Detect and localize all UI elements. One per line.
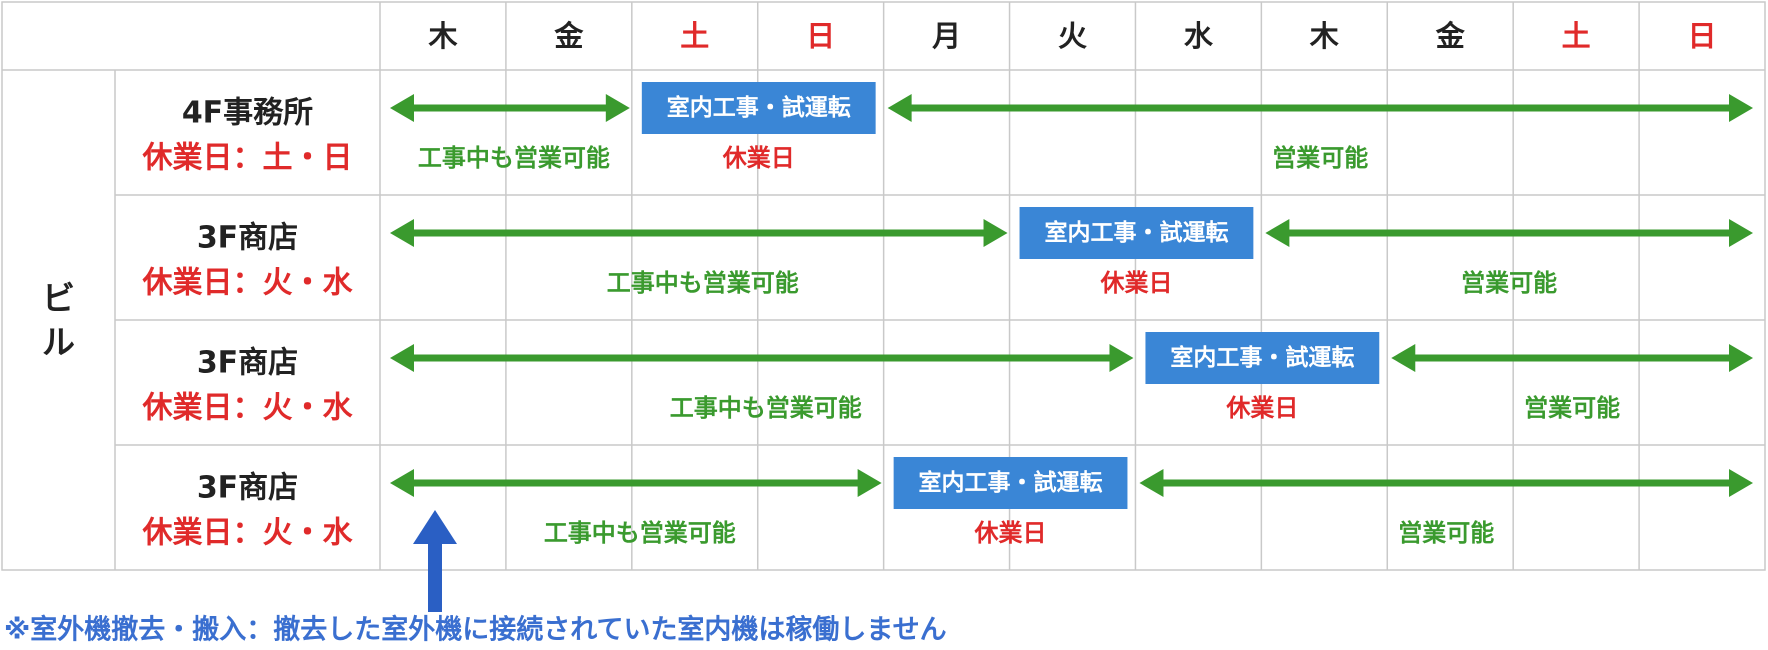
row-holiday: 休業日：火・水 <box>142 516 354 551</box>
timeline-bars: 工事中も営業可能室内工事・試運転休業日営業可能工事中も営業可能室内工事・試運転休… <box>390 82 1753 547</box>
before-work-label: 工事中も営業可能 <box>418 144 610 172</box>
after-work-arrow <box>887 94 1753 122</box>
row-name: 3F商店 <box>197 471 298 506</box>
work-box-label: 室内工事・試運転 <box>919 469 1103 496</box>
work-box-label: 室内工事・試運転 <box>1170 344 1354 371</box>
day-label: 日 <box>1688 19 1717 53</box>
before-work-arrow <box>390 469 882 497</box>
arrow-head-left <box>887 94 912 122</box>
day-label: 木 <box>427 19 457 53</box>
day-label: 日 <box>806 19 835 53</box>
work-box <box>641 82 876 134</box>
after-work-arrow <box>1139 469 1753 497</box>
arrow-head-right <box>1729 94 1753 122</box>
day-label: 金 <box>1435 19 1466 53</box>
closed-label: 休業日 <box>974 519 1047 547</box>
arrow-head-right <box>605 94 630 122</box>
after-work-label: 営業可能 <box>1398 519 1494 547</box>
arrow-head-left <box>1391 344 1416 372</box>
arrow-head-left <box>390 219 414 247</box>
closed-label: 休業日 <box>722 144 795 172</box>
after-work-label: 営業可能 <box>1461 269 1557 297</box>
arrow-head-right <box>1729 344 1753 372</box>
footnote: ※室外機撤去・搬入：撤去した室外機に接続されていた室内機は稼働しません <box>4 614 947 646</box>
row-name: 3F商店 <box>197 221 298 256</box>
day-label: 金 <box>553 19 584 53</box>
work-box <box>1145 332 1380 384</box>
arrow-head-right <box>1729 469 1753 497</box>
day-label: 火 <box>1058 19 1087 53</box>
day-header: 木金土日月火水木金土日 <box>427 19 1716 53</box>
row-labels: ビル4F事務所休業日：土・日3F商店休業日：火・水3F商店休業日：火・水3F商店… <box>42 96 353 551</box>
arrow-head-right <box>1109 344 1134 372</box>
row-name: 4F事務所 <box>182 96 313 131</box>
arrow-head-left <box>1265 219 1290 247</box>
arrow-head-left <box>1139 469 1164 497</box>
day-label: 土 <box>680 19 709 53</box>
day-label: 水 <box>1184 19 1214 53</box>
annotations: ※室外機撤去・搬入：撤去した室外機に接続されていた室内機は稼働しません <box>4 510 947 646</box>
group-label-char: ル <box>42 323 75 362</box>
before-work-label: 工事中も営業可能 <box>670 394 862 422</box>
before-work-label: 工事中も営業可能 <box>544 519 736 547</box>
after-work-label: 営業可能 <box>1272 144 1368 172</box>
row-holiday: 休業日：火・水 <box>142 391 354 426</box>
before-work-arrow <box>390 219 1008 247</box>
arrow-head-right <box>983 219 1008 247</box>
before-work-arrow <box>390 344 1134 372</box>
work-box <box>1019 207 1254 259</box>
before-work-label: 工事中も営業可能 <box>607 269 799 297</box>
before-work-arrow <box>390 94 630 122</box>
closed-label: 休業日 <box>1225 394 1298 422</box>
day-label: 土 <box>1562 19 1591 53</box>
day-label: 月 <box>931 19 961 53</box>
row-holiday: 休業日：土・日 <box>142 141 353 176</box>
row-holiday: 休業日：火・水 <box>142 266 354 301</box>
work-box <box>893 457 1128 509</box>
day-label: 木 <box>1309 19 1339 53</box>
work-box-label: 室内工事・試運転 <box>1044 219 1228 246</box>
closed-label: 休業日 <box>1099 269 1172 297</box>
row-name: 3F商店 <box>197 346 298 381</box>
after-work-arrow <box>1265 219 1753 247</box>
group-label-char: ビ <box>42 279 75 318</box>
after-work-arrow <box>1391 344 1753 372</box>
arrow-head-left <box>390 469 414 497</box>
arrow-head-left <box>390 94 414 122</box>
pointer-arrow-shaft <box>428 540 442 612</box>
after-work-label: 営業可能 <box>1524 394 1620 422</box>
arrow-head-right <box>1729 219 1753 247</box>
arrow-head-left <box>390 344 414 372</box>
work-box-label: 室内工事・試運転 <box>667 94 851 121</box>
schedule-grid <box>1 1 1766 571</box>
arrow-head-right <box>857 469 882 497</box>
pointer-arrow-head <box>413 510 457 544</box>
